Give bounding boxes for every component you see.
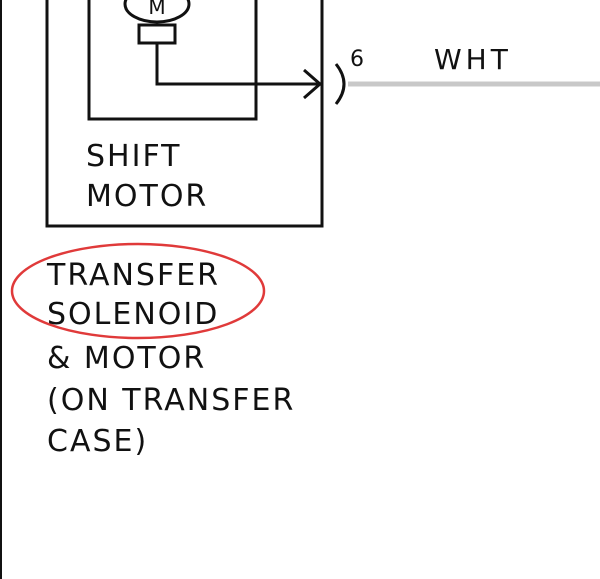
assembly-label-line-3: & MOTOR: [47, 341, 206, 376]
component-label-line-1: SHIFT: [86, 139, 182, 174]
highlight-ellipse: [10, 242, 266, 340]
connector-bracket-icon: [334, 63, 346, 105]
assembly-label-line-5: CASE): [47, 424, 148, 459]
wire-color-label: WHT: [434, 43, 512, 76]
assembly-label-line-2: SOLENOID: [47, 297, 219, 332]
motor-box: [87, 0, 258, 121]
internal-wire: [155, 43, 318, 86]
assembly-label-line-1: TRANSFER: [46, 258, 220, 293]
component-label-line-2: MOTOR: [86, 179, 208, 214]
connector-arrow-icon: [303, 68, 323, 100]
assembly-label-line-4: (ON TRANSFER: [47, 383, 295, 418]
motor-symbol-icon: M: [123, 0, 191, 45]
assembly-box: [45, 0, 324, 228]
motor-symbol-letter: M: [148, 0, 165, 19]
connector-pin-number: 6: [350, 47, 364, 72]
